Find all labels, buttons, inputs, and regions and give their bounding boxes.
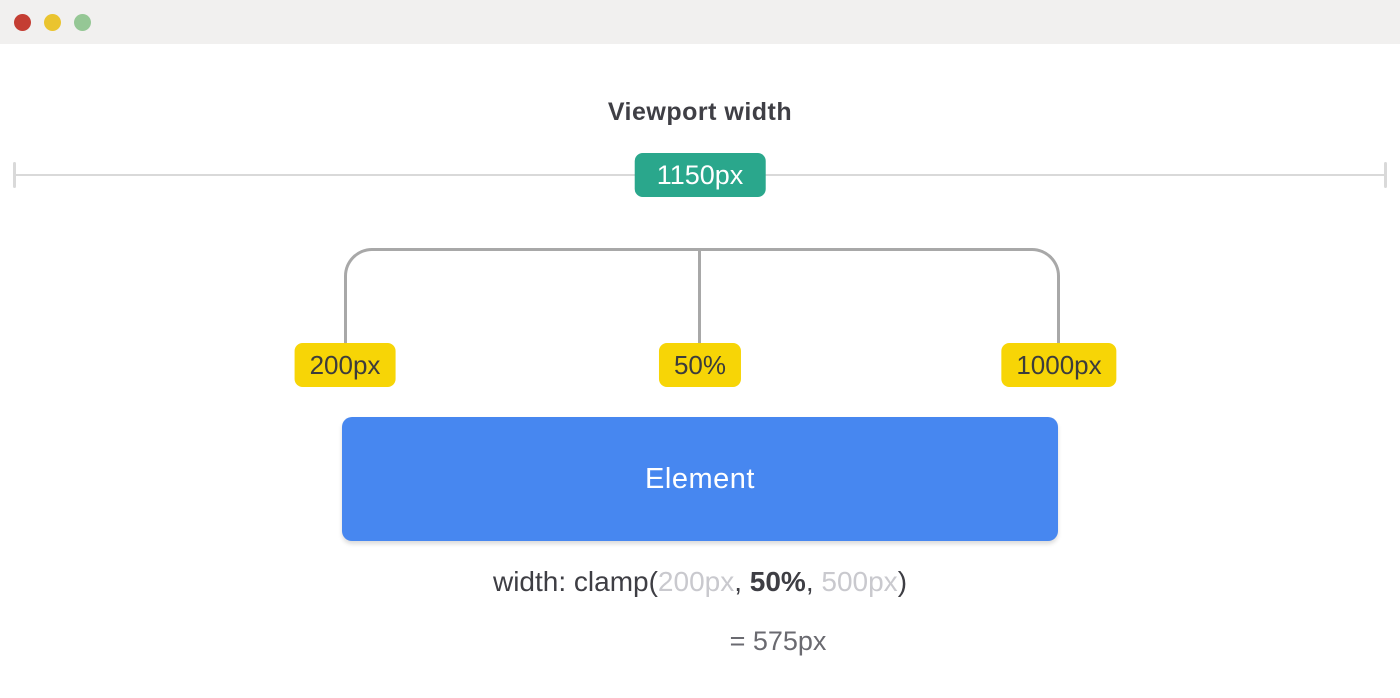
computed-width-result: = 575px bbox=[729, 626, 827, 656]
code-min-value: 200px bbox=[657, 566, 735, 597]
code-separator-1: , bbox=[734, 566, 750, 597]
max-width-label: 1000px bbox=[1001, 343, 1117, 387]
ruler-left-cap bbox=[13, 162, 16, 188]
clamp-bracket-center-stem bbox=[698, 250, 701, 343]
element-box: Element bbox=[342, 417, 1058, 541]
fullscreen-button[interactable] bbox=[74, 13, 91, 31]
min-width-label: 200px bbox=[294, 343, 396, 387]
viewport-width-title: Viewport width bbox=[607, 98, 793, 126]
minimize-button[interactable] bbox=[44, 13, 61, 31]
code-prefix: width: clamp( bbox=[492, 566, 658, 597]
clamp-bracket bbox=[344, 248, 1060, 343]
ruler-right-cap bbox=[1384, 162, 1387, 188]
clamp-code: width: clamp(200px, 50%, 500px) bbox=[0, 566, 1400, 598]
window-titlebar bbox=[0, 0, 1400, 44]
code-preferred-value: 50% bbox=[749, 566, 806, 597]
element-label: Element bbox=[645, 462, 755, 495]
viewport-width-badge: 1150px bbox=[634, 153, 766, 197]
code-separator-2: , bbox=[805, 566, 822, 597]
close-button[interactable] bbox=[14, 13, 31, 31]
code-max-value: 500px bbox=[821, 566, 898, 597]
preferred-width-label: 50% bbox=[658, 343, 742, 387]
code-suffix: ) bbox=[897, 566, 908, 597]
